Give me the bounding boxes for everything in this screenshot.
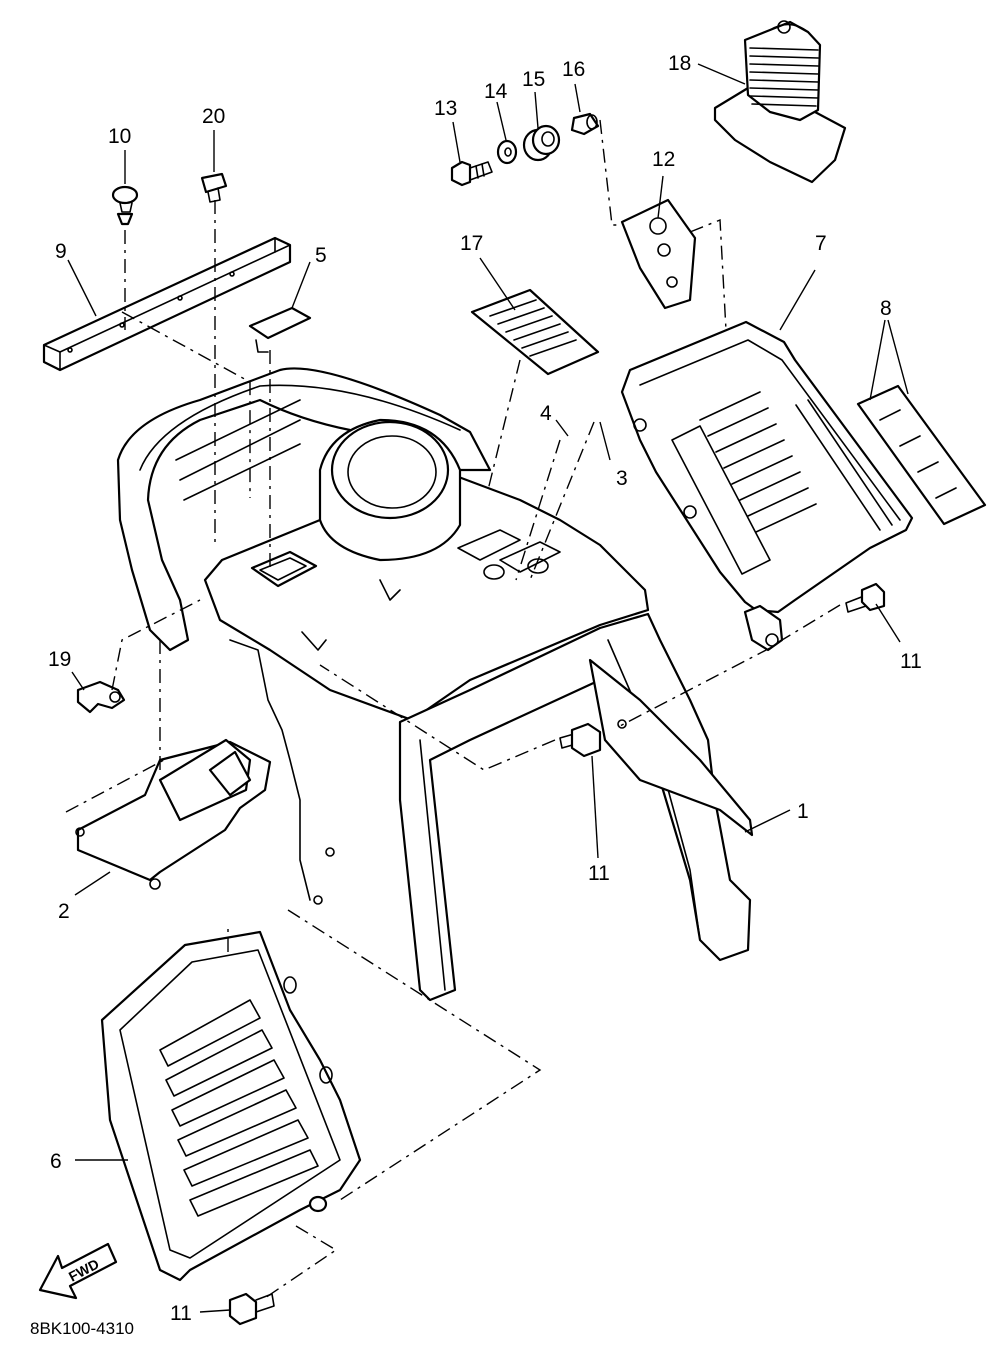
callout-14: 14: [484, 80, 508, 103]
part-17-label: [470, 288, 600, 376]
callout-8: 8: [880, 297, 892, 320]
part-8-trim-strip: [856, 384, 987, 526]
callout-9: 9: [55, 240, 67, 263]
forward-arrow-icon: FWD: [38, 1242, 118, 1300]
part-18-shift-boot: [713, 20, 847, 184]
callout-11-right: 11: [900, 650, 922, 673]
callout-4: 4: [540, 402, 552, 425]
part-11-bolt-center: [559, 722, 602, 758]
part-11-bolt-right: [845, 582, 886, 613]
part-1-front-cover: [116, 367, 754, 1002]
callouts: 1 2 3 4 5 6 7 8 9 10 11 11 11 12 13 14 1…: [48, 52, 922, 1325]
callout-18: 18: [668, 52, 691, 75]
part-15-grommet: [522, 124, 561, 162]
leader-lines: [67, 63, 909, 1313]
callout-17: 17: [460, 232, 483, 255]
callout-15: 15: [522, 68, 545, 91]
part-10-rivet: [111, 185, 139, 226]
part-7-side-panel: [620, 320, 914, 652]
callout-7: 7: [815, 232, 827, 255]
part-2-switch-cover: [75, 738, 272, 890]
callout-6: 6: [50, 1150, 62, 1173]
callout-1: 1: [797, 800, 809, 823]
callout-12: 12: [652, 148, 675, 171]
part-12-bracket: [620, 198, 697, 310]
callout-13: 13: [434, 97, 457, 120]
callout-11-bottom: 11: [170, 1302, 192, 1325]
callout-20: 20: [202, 105, 225, 128]
callout-2: 2: [58, 900, 70, 923]
part-20-push-clip: [200, 172, 228, 203]
callout-10: 10: [108, 125, 131, 148]
callout-19: 19: [48, 648, 71, 671]
part-9-rail: [42, 236, 292, 372]
part-19-clip: [76, 680, 126, 714]
drawing-code: 8BK100-4310: [30, 1319, 134, 1338]
assembly-lines: [65, 119, 841, 1301]
callout-5: 5: [315, 244, 327, 267]
part-5-plate: [248, 306, 312, 353]
part-6-lower-panel: [100, 930, 362, 1282]
part-16-collar: [570, 112, 600, 136]
callout-11-center: 11: [588, 862, 610, 885]
callout-3: 3: [616, 467, 628, 490]
callout-16: 16: [562, 58, 585, 81]
part-14-washer: [496, 139, 518, 165]
part-13-bolt: [450, 160, 493, 187]
part-11-bolt-bottom: [228, 1292, 275, 1326]
